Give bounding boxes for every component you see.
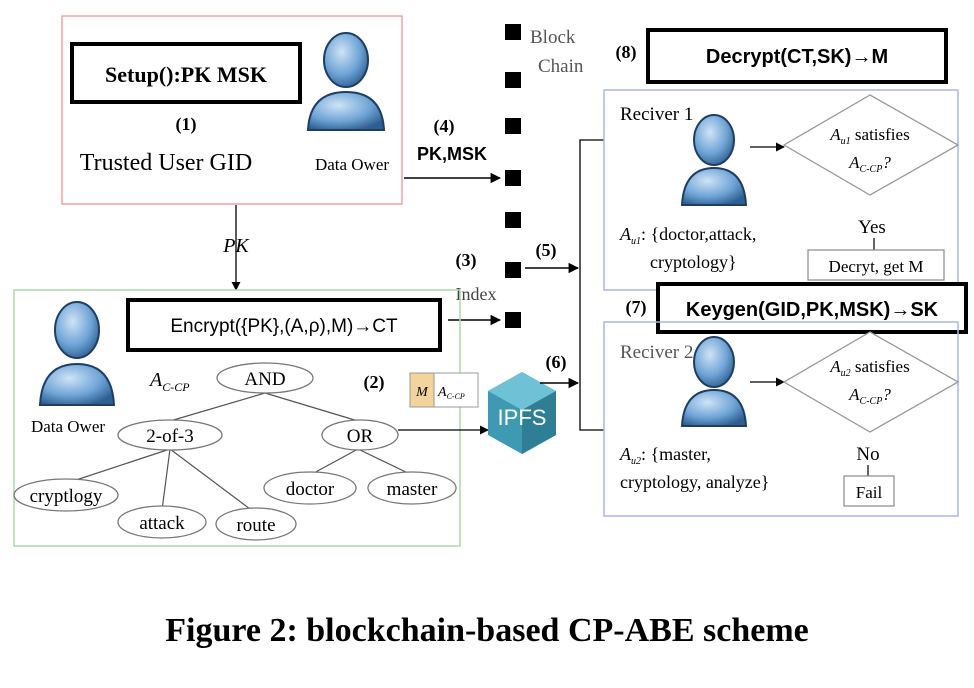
block [505, 24, 521, 40]
blockchain-label-1: Block [530, 27, 576, 48]
policy-label: AC-CP [148, 369, 190, 394]
receiver-2-attrs-1: Au2: {master, [619, 444, 711, 467]
block [505, 118, 521, 134]
block [505, 312, 521, 328]
trusted-region [61, 15, 403, 205]
step-2-label: (2) [364, 372, 385, 393]
pk-label: PK [222, 235, 250, 257]
trusted-title: Trusted User GID [80, 150, 252, 176]
receiver-2-icon [680, 336, 748, 427]
block [505, 212, 521, 228]
receiver-2-result-box [843, 475, 895, 507]
receiver-1-cond-2: AC-CP? [848, 153, 891, 175]
receiver-2-cond-2: AC-CP? [848, 385, 891, 407]
receiver-1-answer: Yes [858, 217, 886, 238]
setup-formula: Setup():PK MSK [105, 62, 267, 87]
receiver-bracket [579, 139, 604, 431]
receiver-2-title: Reciver 2 [620, 342, 693, 363]
receiver-1-title: Reciver 1 [620, 104, 693, 125]
blockchain-label-2: Chain [538, 56, 584, 77]
receiver-1-icon [680, 114, 748, 206]
figure-caption: Figure 2: blockchain-based CP-ABE scheme [165, 612, 809, 649]
receiver-2-answer: No [856, 444, 879, 465]
tree-leaf-route-label: route [236, 515, 275, 536]
step-8-label: (8) [616, 42, 637, 63]
receiver-2-attrs-2: cryptology, analyze} [620, 472, 769, 492]
cp-abe-diagram: Setup():PK MSK (1) Trusted User GID Data… [13, 15, 968, 547]
index-label: Index [456, 284, 497, 304]
tree-leaf-doctor [263, 471, 357, 505]
receiver-2-decision [782, 331, 960, 433]
ciphertext-box: M AC-CP [409, 372, 479, 408]
receiver-2-result: Fail [856, 483, 883, 502]
receiver-1-attrs-2: cryptology} [650, 252, 737, 272]
step-1-label: (1) [176, 114, 197, 135]
receiver-1-result: Decryt, get M [829, 257, 924, 276]
receiver-1-result-box [807, 249, 945, 281]
data-owner-left-label: Data Ower [31, 417, 105, 436]
keygen-box [656, 282, 968, 334]
keygen-formula: Keygen(GID,PK,MSK)→SK [686, 299, 939, 321]
tree-node-2-of-3-label: 2-of-3 [146, 426, 193, 447]
tree-node-and-label: AND [244, 369, 285, 390]
blockchain-blocks [505, 24, 521, 328]
block [505, 72, 521, 88]
receiver-1-cond-1: Au1 satisfies [829, 125, 909, 147]
step-7-label: (7) [626, 297, 647, 318]
receiver-1-decision [782, 94, 960, 196]
data-owner-left-icon [38, 301, 116, 406]
tree-node-2-of-3 [117, 419, 223, 451]
decrypt-box [646, 28, 948, 84]
receiver-2-cond-1: Au2 satisfies [829, 357, 909, 379]
setup-box [70, 42, 302, 104]
step-5-label: (5) [536, 240, 557, 261]
receiver-2-region [603, 321, 959, 517]
block [505, 262, 521, 278]
decrypt-formula: Decrypt(CT,SK)→M [706, 46, 888, 68]
tree-leaf-doctor-label: doctor [286, 479, 335, 500]
tree-node-and [216, 362, 314, 394]
access-tree: AND 2-of-3 OR cryptlogy attack route doc… [13, 362, 457, 541]
tree-leaf-cryptlogy-label: cryptlogy [30, 486, 103, 507]
tree-leaf-cryptlogy [13, 478, 119, 512]
step-4-label: (4) [434, 116, 455, 137]
ipfs-label: IPFS [498, 405, 547, 430]
tree-leaf-route [215, 507, 297, 541]
tree-leaf-attack [117, 505, 207, 539]
pk-msk-label: PK,MSK [417, 144, 487, 164]
data-owner-top-label: Data Ower [315, 155, 389, 174]
step-6-label: (6) [546, 352, 567, 373]
ipfs-icon: IPFS [488, 372, 556, 454]
tree-node-or-label: OR [347, 426, 374, 447]
tree-leaf-master-label: master [387, 479, 438, 500]
tree-leaf-attack-label: attack [139, 513, 185, 534]
cipher-policy: AC-CP [437, 385, 465, 401]
cipher-m: M [415, 385, 429, 400]
encrypt-region [13, 289, 461, 547]
encrypt-formula: Encrypt({PK},(A,ρ),M)→CT [170, 316, 398, 337]
step-3-label: (3) [456, 250, 477, 271]
receiver-1-attrs-1: Au1: {doctor,attack, [619, 224, 756, 247]
tree-node-or [321, 419, 399, 451]
block [505, 170, 521, 186]
tree-leaf-master [367, 471, 457, 505]
data-owner-top-icon [306, 32, 386, 131]
encrypt-box [126, 298, 442, 352]
